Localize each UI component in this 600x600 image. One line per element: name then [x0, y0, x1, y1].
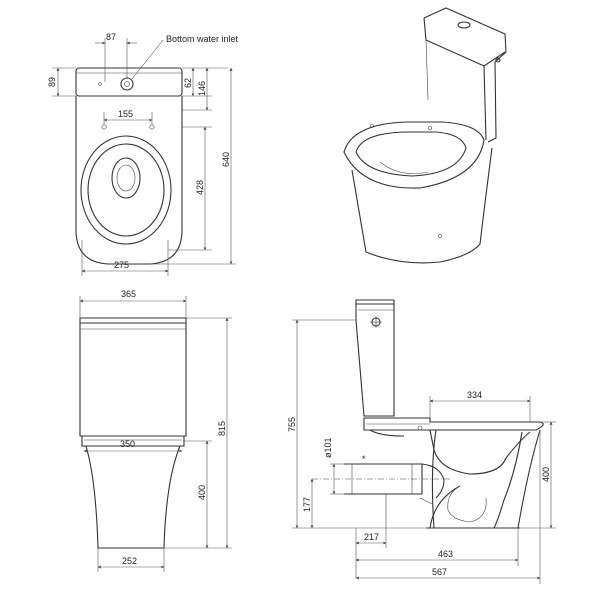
bowl-inner	[355, 131, 467, 177]
front-view: 365 350 815 400 252	[79, 289, 232, 572]
pedestal	[351, 147, 493, 264]
dim-inlet-offset: 87	[106, 32, 116, 42]
dim-total-height: 815	[217, 421, 227, 436]
dim-tank-depth: 89	[47, 77, 57, 87]
side-bowl-profile	[429, 429, 531, 475]
inlet-label: Bottom water inlet	[166, 34, 239, 44]
dim-rim-to-back: 146	[197, 81, 207, 96]
side-view: * 755 177 ø101 334 400 217 463	[287, 299, 556, 584]
side-seat	[363, 417, 544, 431]
flush-button	[457, 21, 471, 29]
dim-outlet-depth: 217	[364, 532, 379, 542]
seat-outer	[80, 135, 172, 245]
pan-opening	[111, 157, 141, 199]
dim-fix-holes: 155	[118, 109, 133, 119]
fixing-hole-right	[149, 124, 155, 130]
bowl-outline	[75, 96, 183, 265]
dim-rim-height: 400	[541, 467, 551, 482]
dim-seat-length: 334	[467, 390, 482, 400]
dim-wall-to-front: 463	[438, 549, 453, 559]
tank-outline	[75, 67, 183, 97]
dim-tank-width: 365	[121, 289, 136, 299]
dim-overall-height: 755	[287, 417, 297, 432]
dim-pipe-diameter: ø101	[323, 437, 333, 458]
side-cistern	[355, 299, 395, 417]
side-marker: *	[362, 454, 366, 464]
dim-bowl-length: 428	[195, 180, 205, 195]
dim-body-width: 350	[120, 439, 135, 449]
seat-inner	[87, 143, 165, 237]
dim-foot-width: 252	[122, 556, 137, 566]
dim-outlet-height: 177	[302, 497, 312, 512]
perspective-view	[343, 7, 507, 264]
dim-seat-height: 400	[197, 485, 207, 500]
dim-tank-face: 62	[183, 78, 193, 88]
fixing-hole-left	[101, 124, 107, 130]
dim-overall-depth: 640	[221, 152, 231, 167]
dim-bowl-width: 275	[114, 260, 129, 270]
top-view: 87 Bottom water inlet 89 62 146 155 428 …	[47, 32, 239, 276]
front-pedestal	[85, 445, 181, 549]
front-cistern	[79, 317, 187, 437]
bowl-rim	[343, 121, 485, 189]
inlet-hole	[120, 77, 134, 91]
side-body	[431, 429, 541, 529]
cistern-body	[423, 7, 507, 143]
dim-overall-length: 567	[432, 567, 447, 577]
